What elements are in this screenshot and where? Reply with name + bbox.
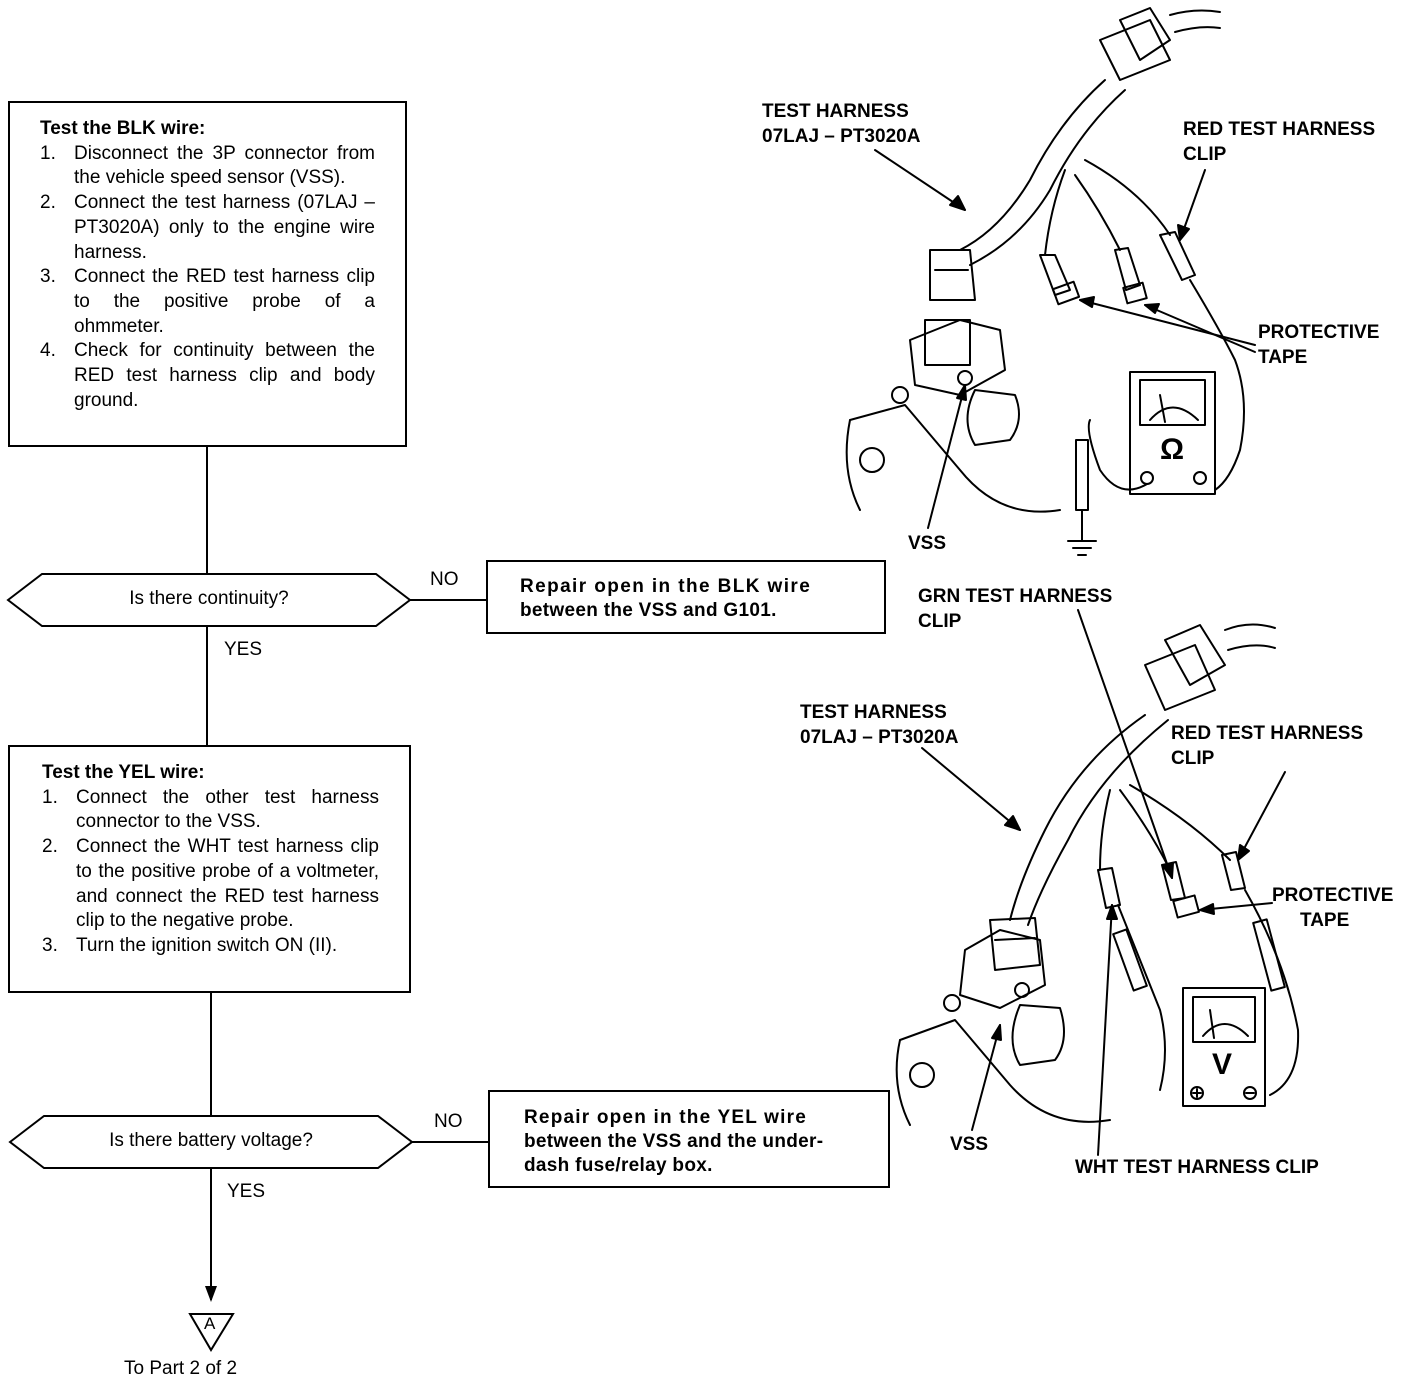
step-number: 4. [40, 340, 56, 362]
fig2-grn-clip-line2: CLIP [918, 611, 962, 632]
repair2-line2: between the VSS and the under- [524, 1131, 824, 1152]
repair1-line1: Repair open in the BLK wire [520, 576, 812, 597]
fig2-volt-symbol: V [1212, 1048, 1233, 1081]
offpage-connector-letter: A [204, 1314, 216, 1333]
step-text: Connect the test harness (07LAJ – PT3020… [74, 192, 375, 263]
fig1-test-harness-line1: TEST HARNESS [762, 101, 909, 122]
fig2-test-harness-label: TEST HARNESS 07LAJ – PT3020A [800, 700, 958, 750]
yel-step-3: 3. Turn the ignition switch ON (II). [42, 934, 379, 959]
blk-step-3: 3. Connect the RED test harness clip to t… [40, 265, 375, 339]
fig2-grn-clip-label: GRN TEST HARNESS CLIP [918, 584, 1112, 634]
fig1-red-clip-line2: CLIP [1183, 144, 1227, 165]
decision1-question: Is there continuity? [129, 588, 289, 609]
fig2-protective-tape-line1: PROTECTIVE [1272, 885, 1394, 906]
yel-test-box: Test the YEL wire: 1. Connect the other t… [8, 745, 411, 993]
yel-test-heading: Test the YEL wire: [42, 762, 205, 783]
fig2-test-harness-line1: TEST HARNESS [800, 702, 947, 723]
fig1-test-harness-line2: 07LAJ – PT3020A [762, 126, 921, 147]
offpage-connector-shape [188, 1313, 235, 1352]
blk-test-steps: 1. Disconnect the 3P connector from the v… [40, 142, 375, 414]
decision2-yes-label: YES [227, 1181, 266, 1202]
blk-step-4: 4. Check for continuity between the RED t… [40, 339, 375, 413]
fig1-red-clip-line1: RED TEST HARNESS [1183, 119, 1376, 140]
fig2-red-clip-line2: CLIP [1171, 748, 1215, 769]
fig2-grn-clip-line1: GRN TEST HARNESS [918, 586, 1113, 607]
fig2-wht-clip-label: WHT TEST HARNESS CLIP [1075, 1157, 1319, 1178]
blk-step-1: 1. Disconnect the 3P connector from the v… [40, 142, 375, 191]
yel-step-2: 2. Connect the WHT test harness clip to t… [42, 835, 379, 934]
blk-test-box: Test the BLK wire: 1. Disconnect the 3P c… [8, 101, 407, 447]
step-text: Connect the RED test harness clip to the… [74, 266, 375, 337]
step-number: 1. [42, 786, 58, 808]
fig1-ohm-symbol: Ω [1160, 433, 1185, 466]
step-text: Connect the other test harness connector… [76, 786, 379, 833]
repair2-box: Repair open in the YEL wire between the … [488, 1090, 890, 1188]
fig1-red-clip-label: RED TEST HARNESS CLIP [1183, 117, 1375, 167]
fig1-protective-tape-line2: TAPE [1258, 347, 1308, 368]
fig2-protective-tape-label: PROTECTIVE TAPE [1272, 883, 1393, 933]
step-text: Disconnect the 3P connector from the veh… [74, 142, 375, 189]
blk-step-2: 2. Connect the test harness (07LAJ – PT30… [40, 191, 375, 265]
fig1-test-harness-label: TEST HARNESS 07LAJ – PT3020A [762, 99, 920, 149]
fig2-vss-label: VSS [950, 1134, 989, 1155]
decision1-no-label: NO [430, 569, 459, 590]
decision2-no-label: NO [434, 1111, 463, 1132]
offpage-connector-caption: To Part 2 of 2 [124, 1358, 238, 1379]
repair1-box: Repair open in the BLK wire between the … [486, 560, 886, 634]
step-text: Check for continuity between the RED tes… [74, 340, 375, 411]
fig2-protective-tape-line2: TAPE [1300, 910, 1350, 931]
blk-test-heading: Test the BLK wire: [40, 118, 206, 139]
fig1-protective-tape-line1: PROTECTIVE [1258, 322, 1380, 343]
decision1-yes-label: YES [224, 639, 263, 660]
fig1-vss-label: VSS [908, 533, 947, 554]
repair2-line1: Repair open in the YEL wire [524, 1107, 807, 1128]
step-number: 3. [40, 266, 56, 288]
repair2-line3: dash fuse/relay box. [524, 1155, 713, 1176]
step-number: 2. [42, 836, 58, 858]
step-text: Turn the ignition switch ON (II). [76, 934, 338, 956]
step-number: 3. [42, 934, 58, 956]
yel-step-1: 1. Connect the other test harness connect… [42, 786, 379, 835]
yel-test-steps: 1. Connect the other test harness connect… [42, 786, 379, 959]
fig2-test-harness-line2: 07LAJ – PT3020A [800, 727, 959, 748]
fig2-red-clip-label: RED TEST HARNESS CLIP [1171, 721, 1363, 771]
step-number: 2. [40, 192, 56, 214]
repair1-line2: between the VSS and G101. [520, 600, 777, 621]
step-number: 1. [40, 142, 56, 164]
step-text: Connect the WHT test harness clip to the… [76, 836, 379, 932]
decision2-question: Is there battery voltage? [109, 1130, 313, 1151]
fig2-red-clip-line1: RED TEST HARNESS [1171, 723, 1364, 744]
fig1-protective-tape-label: PROTECTIVE TAPE [1258, 320, 1379, 370]
